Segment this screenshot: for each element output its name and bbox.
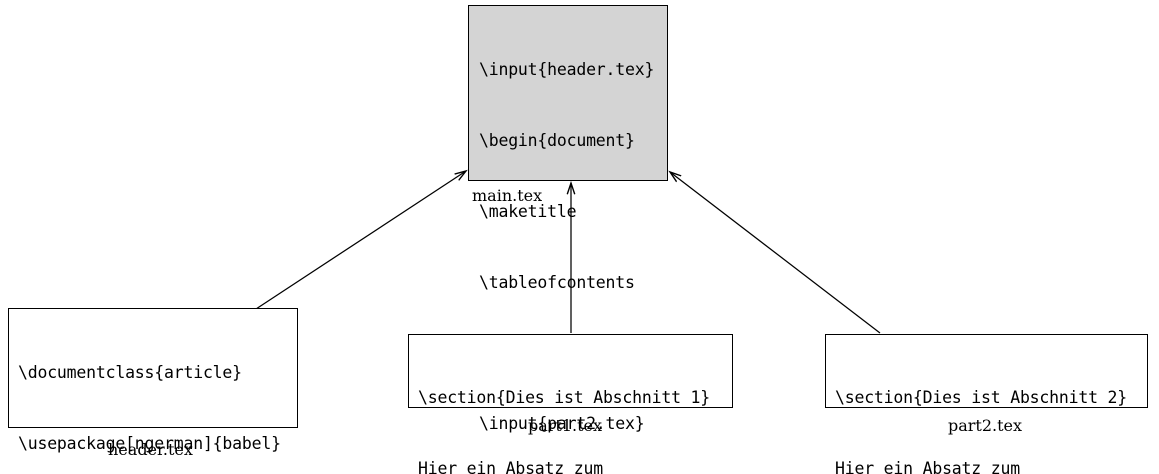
- node-part1-tex[interactable]: \section{Dies ist Abschnitt 1} Hier ein …: [408, 334, 733, 474]
- code-line: \tableofcontents: [479, 272, 635, 292]
- caption-header-tex: header.tex: [108, 440, 193, 459]
- code-line: Hier ein Absatz zum: [418, 458, 603, 474]
- code-line: \section{Dies ist Abschnitt 2}: [835, 388, 1128, 408]
- caption-part1-tex: part1.tex: [528, 416, 603, 435]
- code-line: Hier ein Absatz zum: [835, 458, 1020, 474]
- edge-header-to-main: [255, 171, 466, 310]
- node-header-tex[interactable]: \documentclass{article} \usepackage[nger…: [8, 308, 298, 453]
- code-line: \maketitle: [479, 201, 577, 221]
- node-main-tex[interactable]: \input{header.tex} \begin{document} \mak…: [468, 5, 668, 433]
- node-part2-tex[interactable]: \section{Dies ist Abschnitt 2} Hier ein …: [825, 334, 1148, 474]
- code-line: \usepackage[ngerman]{babel}: [18, 433, 281, 453]
- code-line: \section{Dies ist Abschnitt 1}: [418, 388, 711, 408]
- code-line: \input{part2.tex}: [479, 414, 645, 434]
- caption-part2-tex: part2.tex: [948, 416, 1023, 435]
- edge-part2-to-main: [670, 172, 881, 334]
- caption-main-tex: main.tex: [472, 186, 543, 205]
- code-line: \begin{document}: [479, 130, 635, 150]
- code-line: \documentclass{article}: [18, 363, 242, 383]
- code-line: \input{header.tex}: [479, 60, 655, 80]
